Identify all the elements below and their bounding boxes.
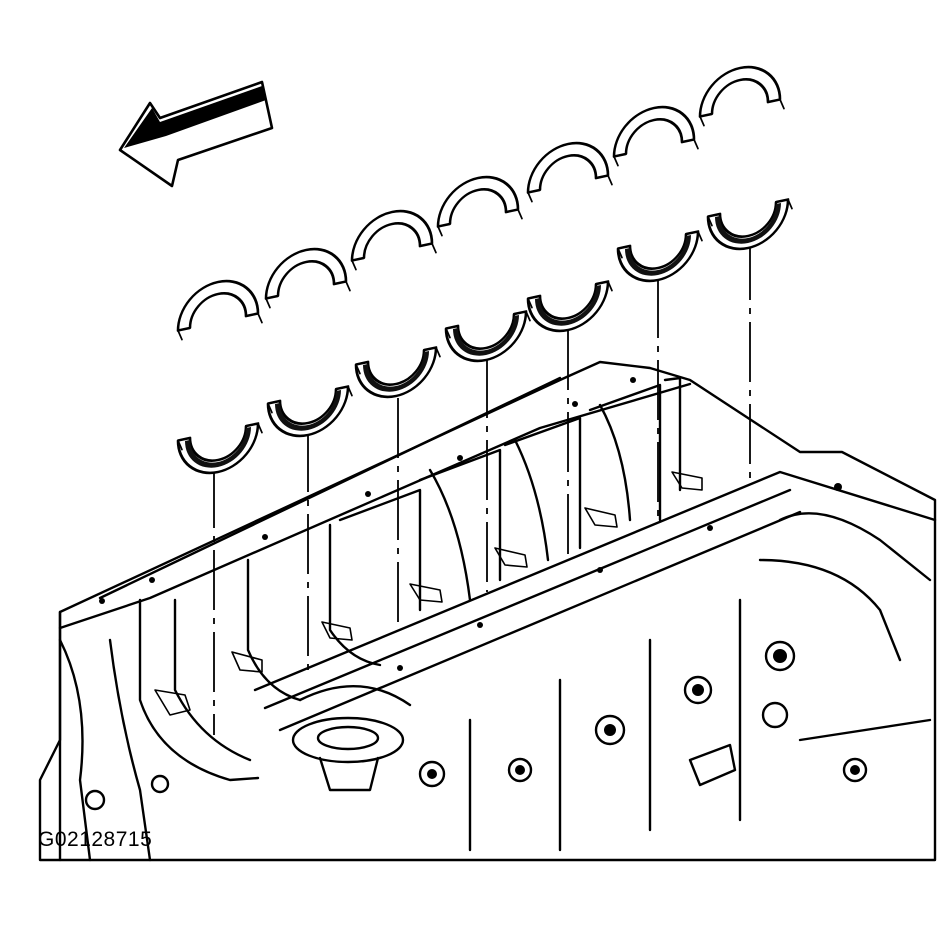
bearing-shell-upper-1 [176,279,263,341]
bearing-shell-upper-2 [264,247,351,309]
bearing-shell-lower-1 [176,422,263,475]
bearing-shell-upper-5 [526,141,613,203]
engine-block [38,360,937,862]
bearing-shells [176,65,793,475]
bearing-shell-lower-6 [616,230,703,283]
bearing-shell-lower-7 [706,198,793,251]
bearing-shell-upper-6 [612,105,699,167]
bearing-shell-upper-7 [698,65,785,127]
bearing-shell-lower-4 [444,310,531,363]
bearing-shell-upper-4 [436,175,523,237]
bearing-shell-lower-3 [354,346,441,399]
bearing-shell-upper-3 [350,209,437,271]
bearing-shell-lower-5 [526,280,613,333]
alignment-lines [213,240,751,735]
figure-id-label: G02128715 [38,828,153,851]
bearing-shell-lower-2 [266,385,353,438]
direction-arrow-icon [118,80,274,188]
